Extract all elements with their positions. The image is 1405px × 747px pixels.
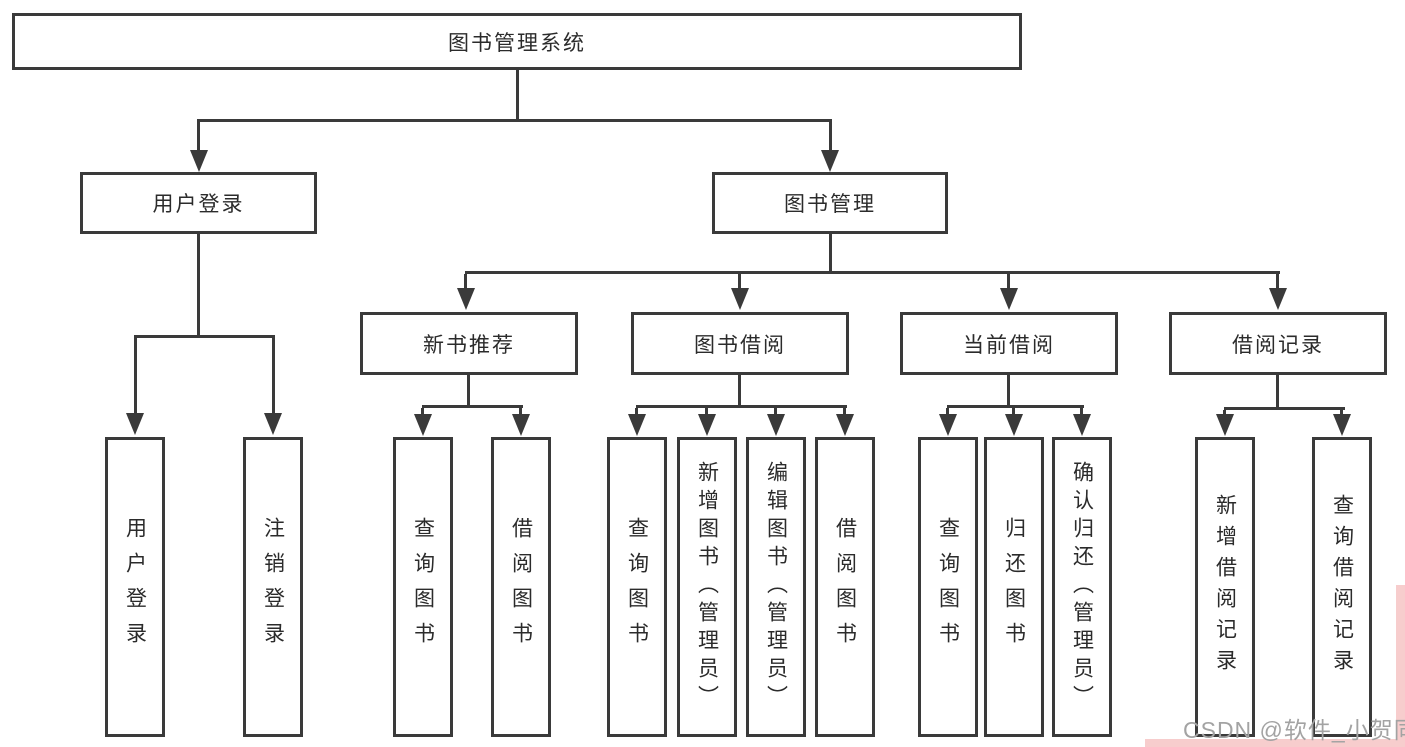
node-label: 借阅图书	[509, 517, 533, 657]
page-background-pink-strip-bottom	[1145, 739, 1405, 747]
arrowhead-icon	[1073, 414, 1091, 436]
node-label: 图书借阅	[694, 333, 786, 357]
connector-line	[134, 338, 137, 413]
leaf-return-books: 归还图书	[984, 437, 1044, 737]
node-label: 新增借阅记录	[1213, 494, 1237, 680]
leaf-user-login: 用户登录	[105, 437, 165, 737]
connector-line	[272, 338, 275, 413]
node-label: 图书管理系统	[448, 31, 586, 55]
node-label: 借阅记录	[1232, 333, 1324, 357]
leaf-logout: 注销登录	[243, 437, 303, 737]
node-label: 查询图书	[625, 517, 649, 657]
leaf-edit-books-admin: 编辑图书（管理员）	[746, 437, 806, 737]
node-label: 用户登录	[152, 193, 245, 216]
node-label: 编辑图书（管理员）	[764, 461, 788, 713]
node-user-login-group: 用户登录	[80, 172, 317, 234]
connector-line	[197, 119, 832, 122]
node-new-book-recommendation: 新书推荐	[360, 312, 578, 375]
leaf-borrow-books: 借阅图书	[815, 437, 875, 737]
leaf-borrow-books-recommend: 借阅图书	[491, 437, 551, 737]
arrowhead-icon	[126, 413, 144, 435]
arrowhead-icon	[1000, 288, 1018, 310]
connector-line	[1340, 410, 1343, 415]
leaf-query-books-borrowing: 查询图书	[607, 437, 667, 737]
node-label: 新书推荐	[423, 333, 515, 357]
csdn-watermark: CSDN @软件_小贺同学	[1183, 717, 1405, 743]
leaf-add-borrow-record: 新增借阅记录	[1195, 437, 1255, 737]
connector-line	[516, 68, 519, 122]
arrowhead-icon	[821, 150, 839, 172]
connector-line	[843, 408, 846, 414]
connector-line	[829, 234, 832, 274]
connector-line	[1007, 274, 1010, 290]
connector-line	[422, 405, 523, 408]
connector-line	[738, 274, 741, 290]
connector-line	[1223, 410, 1226, 415]
arrowhead-icon	[628, 414, 646, 436]
node-label: 查询图书	[936, 517, 960, 657]
connector-line	[465, 271, 1280, 274]
node-book-management: 图书管理	[712, 172, 948, 234]
arrowhead-icon	[512, 414, 530, 436]
arrowhead-icon	[1333, 414, 1351, 436]
connector-line	[947, 405, 1084, 408]
arrowhead-icon	[731, 288, 749, 310]
connector-line	[636, 405, 847, 408]
node-label: 用户登录	[123, 517, 147, 657]
arrowhead-icon	[414, 414, 432, 436]
node-label: 确认归还（管理员）	[1070, 461, 1094, 713]
node-label: 查询图书	[411, 517, 435, 657]
node-label: 当前借阅	[963, 333, 1055, 357]
leaf-add-books-admin: 新增图书（管理员）	[677, 437, 737, 737]
connector-line	[705, 408, 708, 414]
node-book-borrowing: 图书借阅	[631, 312, 849, 375]
connector-line	[946, 408, 949, 414]
connector-line	[134, 335, 275, 338]
arrowhead-icon	[1269, 288, 1287, 310]
arrowhead-icon	[190, 150, 208, 172]
node-label: 归还图书	[1002, 517, 1026, 657]
connector-line	[464, 274, 467, 290]
connector-line	[197, 122, 200, 150]
connector-line	[1007, 375, 1010, 408]
connector-line	[1012, 408, 1015, 414]
node-label: 查询借阅记录	[1330, 494, 1354, 680]
node-borrowing-records: 借阅记录	[1169, 312, 1387, 375]
connector-line	[774, 408, 777, 414]
arrowhead-icon	[767, 414, 785, 436]
node-library-system-root: 图书管理系统	[12, 13, 1022, 70]
connector-line	[1224, 407, 1345, 410]
connector-line	[519, 408, 522, 414]
node-label: 新增图书（管理员）	[695, 461, 719, 713]
arrowhead-icon	[939, 414, 957, 436]
connector-line	[197, 234, 200, 338]
connector-line	[1080, 408, 1083, 414]
leaf-confirm-return-admin: 确认归还（管理员）	[1052, 437, 1112, 737]
connector-line	[1276, 274, 1279, 290]
leaf-query-books-current: 查询图书	[918, 437, 978, 737]
arrowhead-icon	[264, 413, 282, 435]
connector-line	[635, 408, 638, 414]
arrowhead-icon	[836, 414, 854, 436]
connector-line	[421, 408, 424, 414]
connector-line	[829, 122, 832, 150]
page-background-pink-strip-right	[1396, 585, 1405, 747]
arrowhead-icon	[1216, 414, 1234, 436]
node-label: 注销登录	[261, 517, 285, 657]
node-current-borrowing: 当前借阅	[900, 312, 1118, 375]
arrowhead-icon	[1005, 414, 1023, 436]
leaf-query-books-recommend: 查询图书	[393, 437, 453, 737]
leaf-query-borrow-record: 查询借阅记录	[1312, 437, 1372, 737]
node-label: 图书管理	[784, 193, 876, 216]
node-label: 借阅图书	[833, 517, 857, 657]
connector-line	[1276, 375, 1279, 410]
arrowhead-icon	[698, 414, 716, 436]
connector-line	[467, 375, 470, 408]
arrowhead-icon	[457, 288, 475, 310]
connector-line	[738, 375, 741, 408]
